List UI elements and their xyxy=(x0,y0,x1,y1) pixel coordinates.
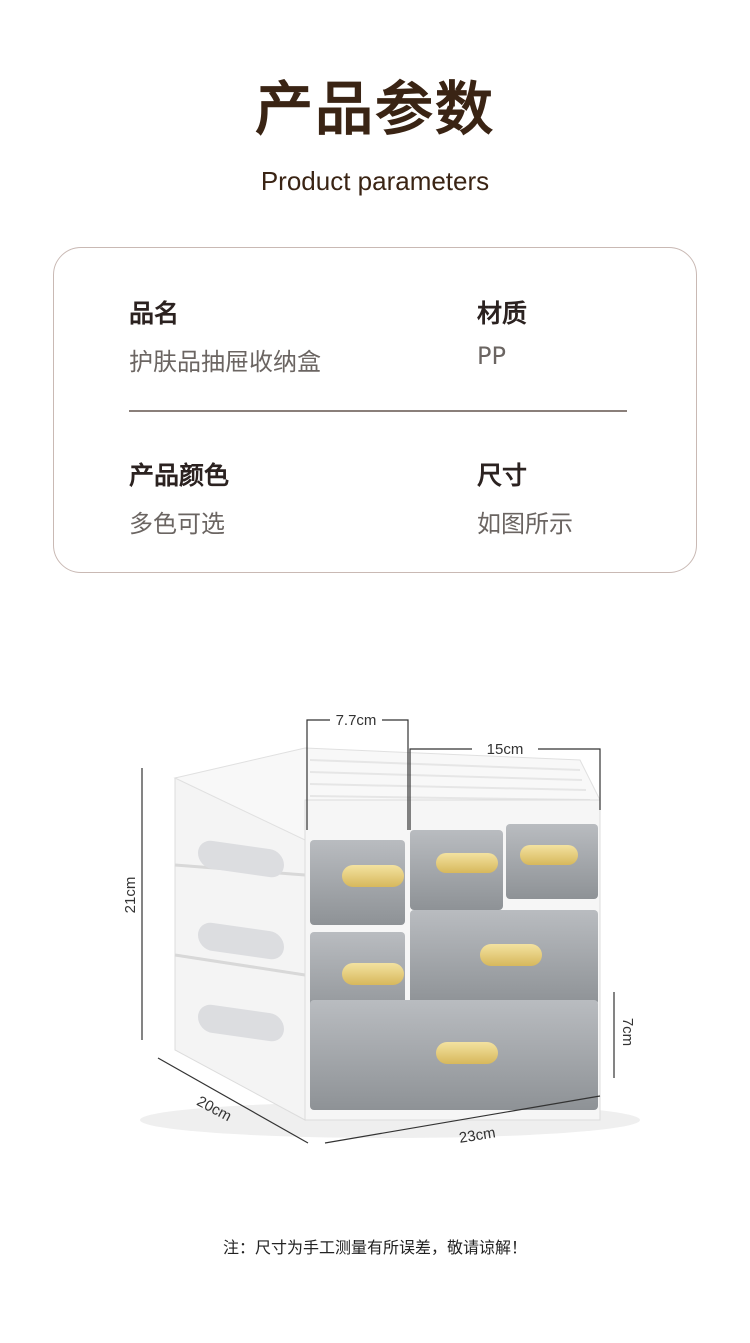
drawer-handles xyxy=(342,845,578,1064)
dimension-label: 15cm xyxy=(487,741,524,758)
param-size: 尺寸 如图所示 xyxy=(477,456,573,539)
handle xyxy=(480,944,542,966)
handle xyxy=(436,1042,498,1064)
page-title: 产品参数 xyxy=(254,75,495,143)
dimension-lines xyxy=(141,719,615,1144)
handle xyxy=(520,845,578,865)
param-value: 多色可选 xyxy=(129,510,225,538)
handle xyxy=(342,865,404,887)
hand-hole xyxy=(198,1004,284,1042)
hand-hole xyxy=(198,922,284,960)
param-label: 品名 xyxy=(129,299,180,328)
top-lid xyxy=(173,747,601,841)
parameters-card: 品名 护肤品抽屉收纳盒 材质 PP 产品颜色 多色可选 尺寸 如图所示 xyxy=(53,247,697,573)
product-dimension-diagram: 7.7cm 15cm 21cm 7cm 20cm 23cm xyxy=(122,712,640,1147)
param-label: 产品颜色 xyxy=(129,461,230,490)
param-value: PP xyxy=(477,342,506,370)
param-value: 护肤品抽屉收纳盒 xyxy=(129,348,321,376)
param-value: 如图所示 xyxy=(477,510,573,538)
hand-hole xyxy=(198,840,284,878)
lid-ridges xyxy=(309,759,591,801)
dimension-label: 23cm xyxy=(458,1124,497,1147)
case-side xyxy=(174,757,306,1121)
measurement-note: 注：尺寸为手工测量有所误差，敬请谅解！ xyxy=(222,1238,527,1257)
dimension-label: 7cm xyxy=(619,1018,636,1046)
param-material: 材质 PP xyxy=(477,294,527,370)
handle xyxy=(436,853,498,873)
dimension-label: 21cm xyxy=(122,877,139,914)
divider xyxy=(129,410,627,412)
page-subtitle: Product parameters xyxy=(260,166,490,196)
handle xyxy=(342,963,404,985)
param-name: 品名 护肤品抽屉收纳盒 xyxy=(129,294,321,377)
dimension-label: 7.7cm xyxy=(336,712,377,729)
param-label: 材质 xyxy=(477,299,528,328)
param-color: 产品颜色 多色可选 xyxy=(129,456,229,539)
param-label: 尺寸 xyxy=(477,461,528,490)
